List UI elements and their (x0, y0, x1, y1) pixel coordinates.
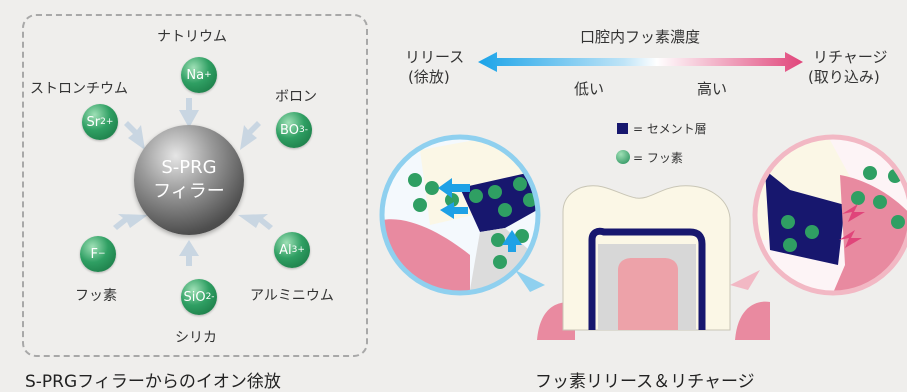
high-label: 高い (697, 80, 728, 98)
concentration-gradient-arrow (478, 52, 803, 72)
ion-label-fluorine: フッ素 (75, 288, 117, 304)
arrow-down (179, 240, 199, 266)
ion-label-strontium: ストロンチウム (30, 81, 128, 97)
cement-legend-label: = セメント層 (633, 122, 707, 136)
ion-release-panel (22, 14, 368, 357)
release-term-line1: リリース (405, 48, 465, 66)
left-caption: S-PRGフィラーからのイオン徐放 (25, 372, 281, 392)
ion-label-silica: シリカ (175, 330, 217, 346)
arrow-up (179, 98, 199, 128)
low-label: 低い (574, 80, 605, 98)
ion-ball-fluorine: F− (80, 236, 116, 272)
recharge-term-line2: (取り込み) (808, 68, 880, 86)
fluorine-legend-label: = フッ素 (633, 151, 683, 165)
arrow-down-left (113, 214, 148, 230)
tooth-illustration (537, 185, 770, 340)
s-prg-filler-ball: S-PRG フィラー (134, 125, 244, 235)
recharge-magnifier (755, 137, 907, 293)
recharge-term-line1: リチャージ (813, 48, 888, 66)
gradient-title: 口腔内フッ素濃度 (580, 28, 701, 46)
ion-ball-sodium: Na+ (181, 57, 217, 93)
filler-name-line1: S-PRG (161, 157, 217, 178)
arrow-up-right (240, 121, 261, 150)
release-term-line2: (徐放) (408, 68, 450, 86)
ion-label-aluminium: アルミニウム (250, 288, 334, 304)
right-caption: フッ素リリース＆リチャージ (535, 372, 755, 392)
arrow-up-left (124, 121, 145, 150)
fluorine-legend-swatch (616, 150, 630, 164)
arrow-down-right (238, 214, 273, 230)
ion-label-sodium: ナトリウム (157, 29, 227, 45)
ion-label-boron: ボロン (275, 89, 317, 105)
cement-legend-swatch (617, 123, 628, 134)
filler-name-line2: フィラー (153, 181, 225, 202)
